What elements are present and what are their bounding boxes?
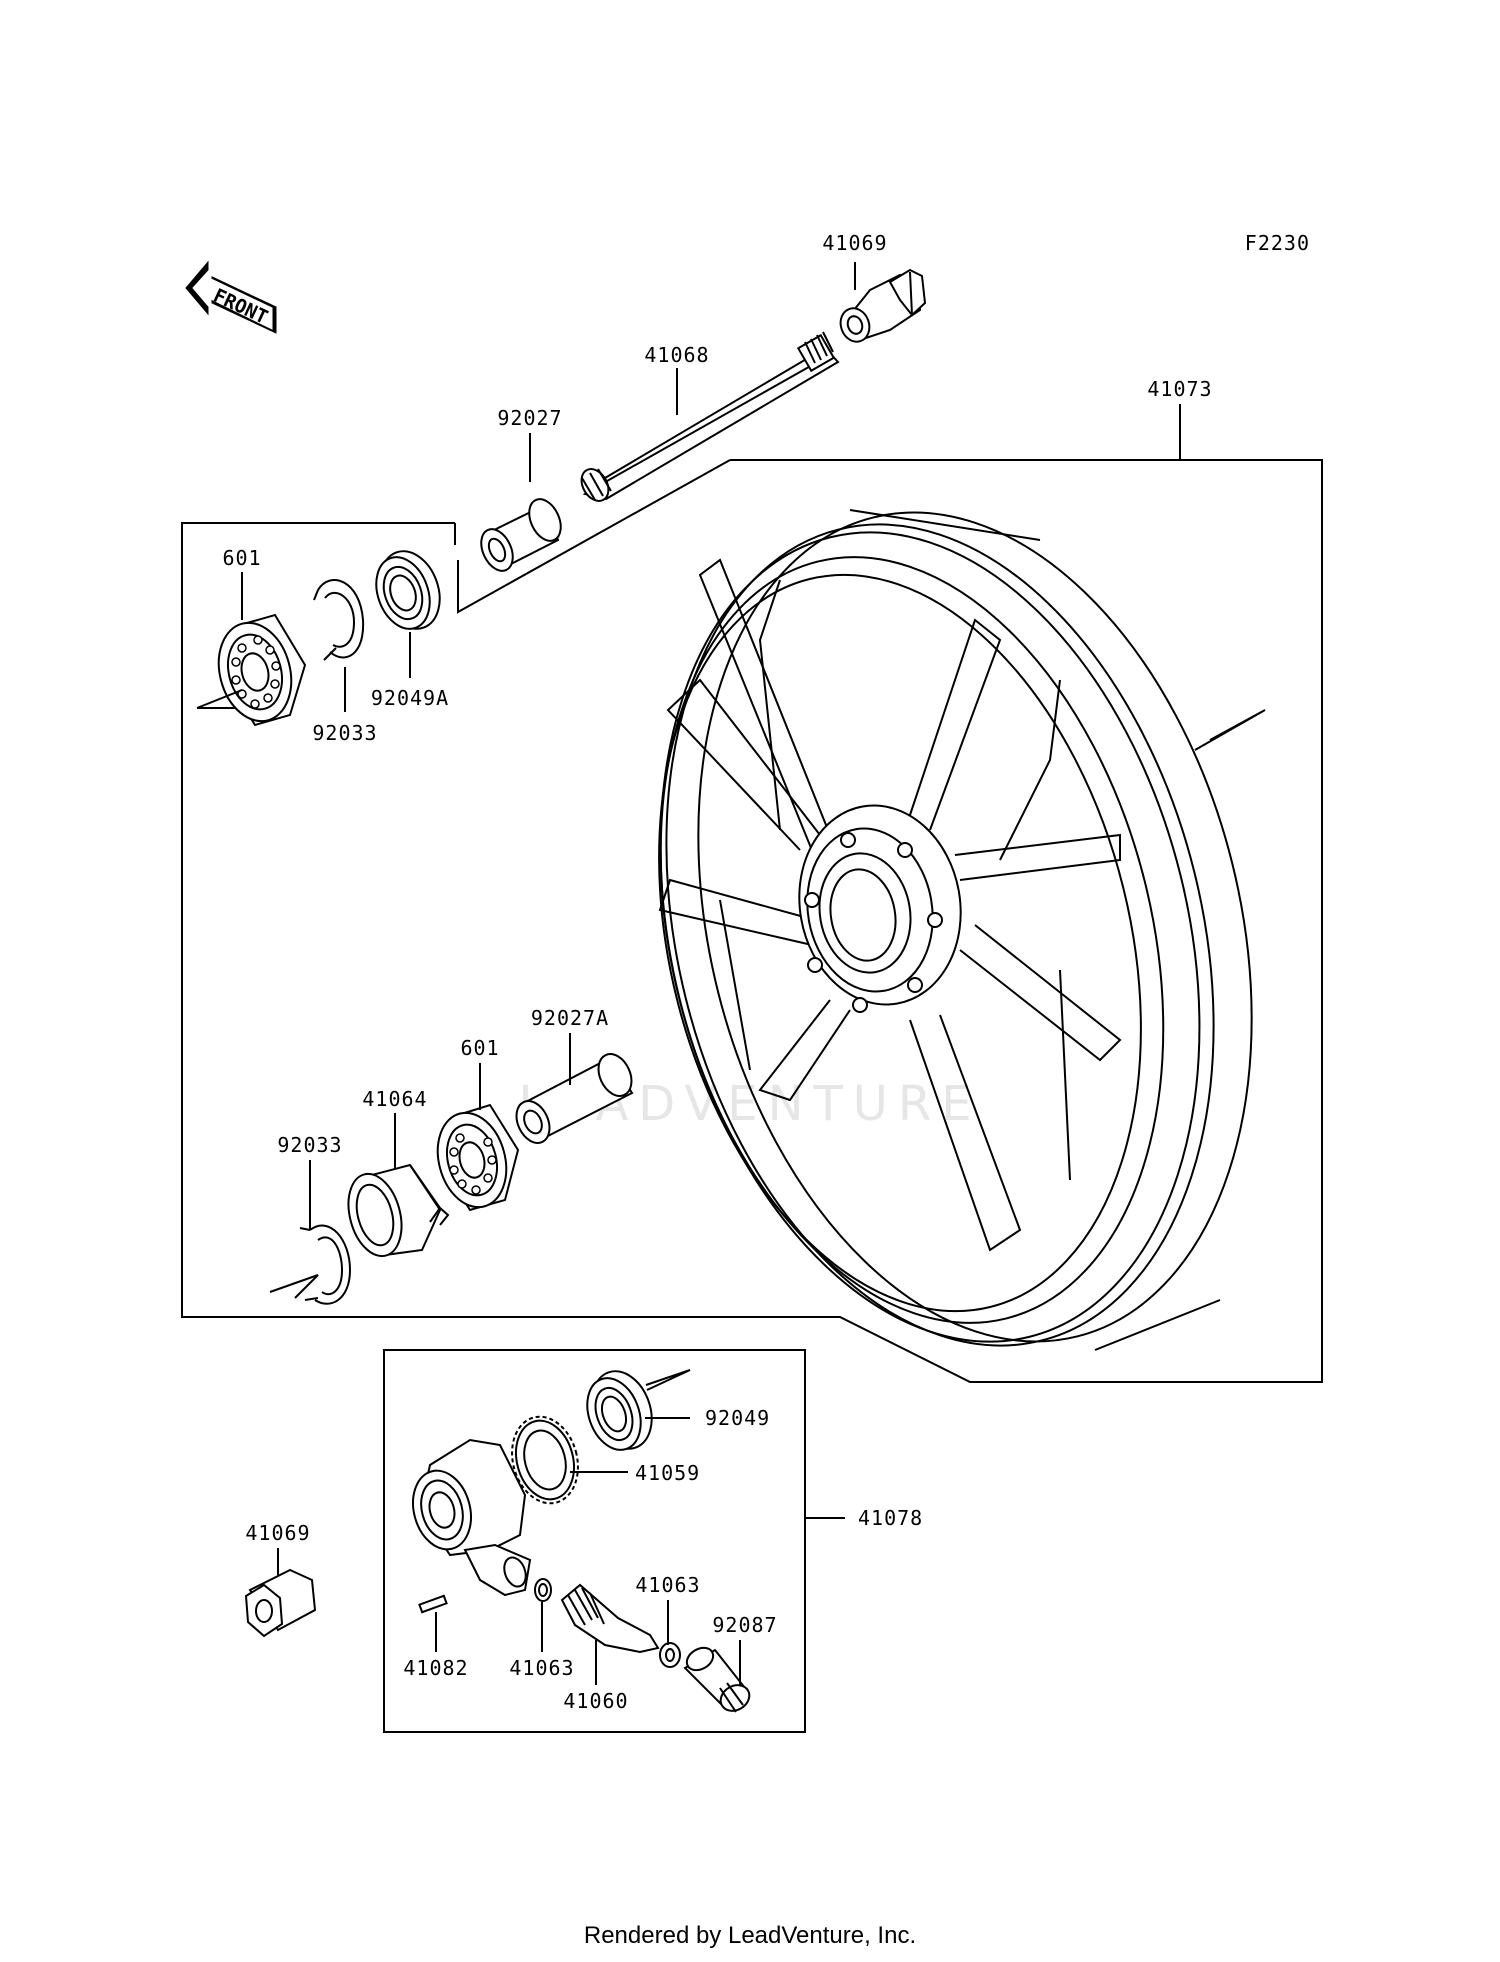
label-92049A: 92049A bbox=[371, 686, 449, 710]
wheel bbox=[645, 509, 1266, 1391]
label-41063-b: 41063 bbox=[509, 1656, 574, 1680]
oil-seal-left bbox=[375, 550, 441, 630]
washer-a bbox=[534, 1578, 552, 1602]
collar-left bbox=[480, 498, 562, 572]
washer-b-hole bbox=[665, 1648, 675, 1662]
front-arrow-icon: FRONT bbox=[185, 260, 277, 334]
pointer-mark-3 bbox=[269, 1274, 319, 1299]
wheel-assembly-outline bbox=[181, 459, 1323, 1383]
hub-cover bbox=[347, 1163, 450, 1258]
rendered-by-footer: Rendered by LeadVenture, Inc. bbox=[583, 1922, 917, 1949]
label-41073: 41073 bbox=[1147, 377, 1212, 401]
pin bbox=[418, 1594, 448, 1614]
bushing bbox=[683, 1646, 751, 1713]
collar-right bbox=[515, 1053, 634, 1144]
meter-gear-housing bbox=[412, 1438, 532, 1597]
label-92087: 92087 bbox=[712, 1613, 777, 1637]
collar-nut-top bbox=[839, 268, 927, 343]
label-92049: 92049 bbox=[705, 1406, 770, 1430]
label-41082: 41082 bbox=[403, 1656, 468, 1680]
pointer-mark bbox=[1194, 709, 1266, 751]
circlip-left-inner bbox=[324, 591, 356, 648]
label-92027A: 92027A bbox=[531, 1006, 609, 1030]
diagram-code: F2230 bbox=[1245, 231, 1310, 255]
leader-lines bbox=[241, 262, 1181, 1685]
axle bbox=[580, 331, 840, 502]
bearing-right bbox=[436, 1103, 520, 1212]
label-41060: 41060 bbox=[563, 1689, 628, 1713]
label-41063-a: 41063 bbox=[635, 1573, 700, 1597]
label-41068: 41068 bbox=[644, 343, 709, 367]
circlip-left bbox=[313, 579, 365, 661]
meter-gear-assembly-outline bbox=[383, 1349, 806, 1733]
label-41059: 41059 bbox=[635, 1461, 700, 1485]
bearing-left bbox=[196, 613, 307, 727]
pointer-mark-2 bbox=[645, 1369, 691, 1391]
axle-nut bbox=[244, 1568, 317, 1638]
label-41064: 41064 bbox=[362, 1087, 427, 1111]
circlip-right-inner bbox=[317, 1236, 344, 1296]
pinion-shaft bbox=[560, 1583, 660, 1654]
label-92033-right: 92033 bbox=[277, 1133, 342, 1157]
oil-seal-meter bbox=[586, 1370, 653, 1451]
circlip-right bbox=[299, 1224, 352, 1305]
washer-a-hole bbox=[538, 1583, 548, 1597]
washer-b bbox=[659, 1642, 681, 1668]
box-edge bbox=[457, 459, 731, 614]
part-labels: 41069 41068 41073 92027 601 92033 92049A… bbox=[222, 231, 1212, 1713]
label-601-right: 601 bbox=[460, 1036, 499, 1060]
label-92027: 92027 bbox=[497, 406, 562, 430]
label-92033-left: 92033 bbox=[312, 721, 377, 745]
meter-drive-gear bbox=[511, 1415, 579, 1505]
label-601-left: 601 bbox=[222, 546, 261, 570]
label-41069-nut: 41069 bbox=[245, 1521, 310, 1545]
label-41069-top: 41069 bbox=[822, 231, 887, 255]
label-41078: 41078 bbox=[858, 1506, 923, 1530]
